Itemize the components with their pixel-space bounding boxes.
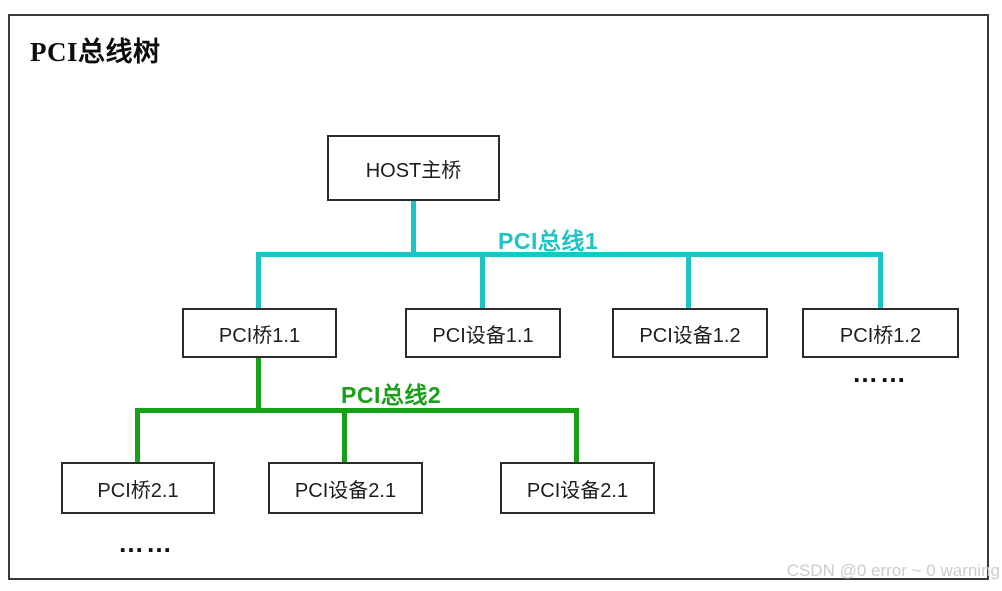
bus1-label: PCI总线1 (498, 228, 599, 254)
node-pci-bridge-1-1: PCI桥1.1 (182, 308, 337, 358)
node-pci-device-2-1-a-label: PCI设备2.1 (294, 479, 397, 502)
node-host-bridge: HOST主桥 (327, 135, 500, 201)
connector-bus2-to-bridge21 (135, 411, 140, 462)
node-pci-bridge-1-2-label: PCI桥1.2 (839, 324, 922, 347)
diagram-title: PCI总线树 (30, 37, 161, 67)
node-pci-device-2-1-b-label: PCI设备2.1 (526, 479, 629, 502)
node-pci-bridge-1-2: PCI桥1.2 (802, 308, 959, 358)
node-pci-device-2-1-b: PCI设备2.1 (500, 462, 655, 514)
connector-bus2-to-device21b (574, 411, 579, 462)
bus2-label: PCI总线2 (341, 382, 442, 408)
connector-bus1-to-bridge11 (256, 255, 261, 308)
node-host-bridge-label: HOST主桥 (365, 159, 462, 182)
ellipsis-more-under-bridge12: …… (852, 358, 908, 388)
bus1-horizontal-line (256, 252, 883, 257)
csdn-watermark: CSDN @0 error ~ 0 warning (786, 561, 1000, 580)
node-pci-device-1-2-label: PCI设备1.2 (639, 324, 741, 347)
connector-bus1-to-bridge12 (878, 255, 883, 308)
connector-bus1-to-device11 (480, 255, 485, 308)
node-pci-device-1-2: PCI设备1.2 (612, 308, 768, 358)
node-pci-device-1-1: PCI设备1.1 (405, 308, 561, 358)
node-pci-bridge-1-1-label: PCI桥1.1 (218, 324, 301, 347)
node-pci-bridge-2-1: PCI桥2.1 (61, 462, 215, 514)
connector-bridge11-to-bus2 (256, 356, 261, 410)
bus2-horizontal-line (135, 408, 579, 413)
connector-host-to-bus1 (411, 199, 416, 254)
node-pci-bridge-2-1-label: PCI桥2.1 (97, 479, 179, 502)
connector-bus1-to-device12 (686, 255, 691, 308)
ellipsis-more-under-bridge21: …… (118, 528, 174, 558)
node-pci-device-1-1-label: PCI设备1.1 (432, 324, 534, 347)
connector-bus2-to-device21a (342, 411, 347, 462)
node-pci-device-2-1-a: PCI设备2.1 (268, 462, 423, 514)
